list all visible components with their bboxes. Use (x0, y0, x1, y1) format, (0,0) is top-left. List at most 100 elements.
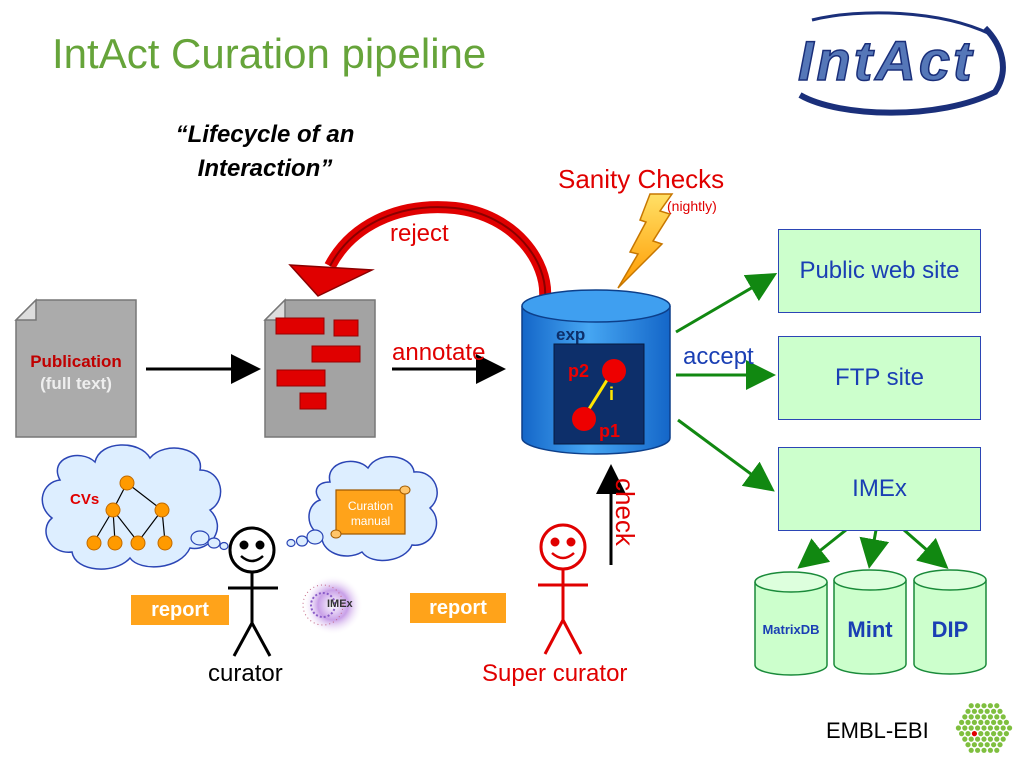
logo-dot (968, 714, 974, 720)
logo-dot (981, 714, 987, 720)
curation-manual-label: Curation manual (336, 499, 405, 529)
annotated-document (263, 298, 376, 438)
logo-dot (978, 742, 984, 748)
imex-logo-text: IMEx (327, 598, 353, 610)
logo-dot (997, 708, 1003, 714)
logo-dot (971, 719, 978, 726)
super-curator-figure (538, 523, 588, 655)
dip-label: DIP (931, 617, 969, 642)
logo-dot (984, 708, 990, 714)
annotate-label: annotate (392, 339, 486, 366)
logo-dot (965, 742, 971, 748)
report-left-badge: report (131, 595, 229, 625)
logo-dot (991, 731, 997, 737)
logo-dot (978, 731, 984, 737)
logo-dot (968, 703, 974, 709)
logo-dot (959, 731, 965, 737)
logo-dot (994, 747, 1000, 753)
curator-label: curator (208, 660, 283, 687)
logo-dot (975, 747, 981, 753)
logo-dot (962, 725, 968, 731)
logo-dot (968, 747, 974, 753)
logo-dot (994, 703, 1000, 709)
logo-dot (987, 703, 994, 709)
logo-dot (1000, 714, 1006, 720)
curator-figure (228, 526, 278, 657)
matrixdb-label: MatrixDB (762, 622, 820, 637)
publication-label: Publication (30, 352, 122, 371)
logo-dot (965, 719, 971, 726)
logo-dot (987, 725, 994, 731)
arrow-to-imex (677, 418, 775, 492)
logo-dot (997, 742, 1003, 748)
logo-dot (975, 714, 981, 720)
logo-dot (994, 736, 1000, 742)
logo-dot (987, 747, 994, 753)
logo-dot (1000, 725, 1006, 731)
lifecycle-subtitle: “Lifecycle of an Interaction” (120, 118, 410, 186)
arrow-to-mint (859, 529, 890, 569)
sanity-checks-label: Sanity Checks (558, 164, 725, 194)
logo-dot (978, 708, 984, 714)
logo-dot (991, 719, 997, 726)
reject-arrow (288, 201, 552, 299)
p2-label: p2 (568, 361, 590, 381)
logo-dot (975, 736, 981, 742)
imex-box: IMEx (778, 447, 981, 531)
logo-dot (975, 725, 981, 731)
publication-document (14, 298, 137, 438)
logo-dot (959, 719, 965, 726)
publication-sub: (full text) (40, 374, 112, 393)
logo-dot (962, 714, 968, 720)
logo-dot (968, 725, 974, 731)
logo-dot (981, 703, 987, 709)
logo-dot (962, 736, 968, 742)
curation-manual-line1: Curation (347, 499, 394, 513)
logo-dot (955, 725, 962, 731)
logo-dot (971, 731, 978, 737)
logo-dot (968, 736, 974, 742)
logo-dot (981, 736, 987, 742)
cylinder-dip (913, 569, 987, 675)
cylinder-mint (833, 569, 907, 675)
curation-manual-line2: manual (350, 514, 391, 528)
exp-label: exp (556, 325, 586, 344)
logo-dot (991, 742, 997, 748)
logo-dot (1003, 719, 1010, 726)
imex-logo (302, 575, 363, 635)
embl-ebi-label: EMBL-EBI (826, 718, 929, 743)
arrow-to-web (675, 272, 778, 334)
logo-dot (991, 708, 997, 714)
publication-label-group: Publication (full text) (16, 352, 136, 394)
logo-dot (981, 725, 987, 731)
lifecycle-line2: Interaction” (197, 155, 333, 182)
logo-dot (987, 736, 994, 742)
logo-dot (1003, 731, 1010, 737)
nightly-label: (nightly) (667, 198, 717, 214)
logo-dot (1007, 725, 1013, 731)
interaction-label: i (609, 384, 615, 404)
logo-dot (994, 725, 1000, 731)
lifecycle-line1: “Lifecycle of an (175, 121, 355, 148)
embl-ebi-logo (955, 703, 1013, 753)
cylinder-matrixdb (754, 571, 828, 676)
logo-dot (971, 742, 978, 748)
p1-label: p1 (599, 421, 621, 441)
logo-dot (997, 731, 1003, 737)
manual-thought-cloud (286, 455, 438, 562)
logo-dot (984, 719, 990, 726)
public-web-site-box: Public web site (778, 229, 981, 313)
ftp-site-box: FTP site (778, 336, 981, 420)
lightning-bolt-icon (617, 193, 674, 289)
logo-dot (981, 747, 987, 753)
cvs-thought-cloud (41, 444, 229, 570)
logo-dot (978, 719, 984, 726)
arrow-to-dip (903, 528, 949, 569)
cvs-label: CVs (70, 491, 100, 508)
reject-label: reject (390, 220, 449, 247)
logo-dot (987, 714, 994, 720)
intact-logo: IntAct (797, 11, 1006, 116)
page-title: IntAct Curation pipeline (52, 30, 487, 77)
super-curator-label: Super curator (482, 660, 628, 687)
accept-label: accept (683, 343, 754, 370)
